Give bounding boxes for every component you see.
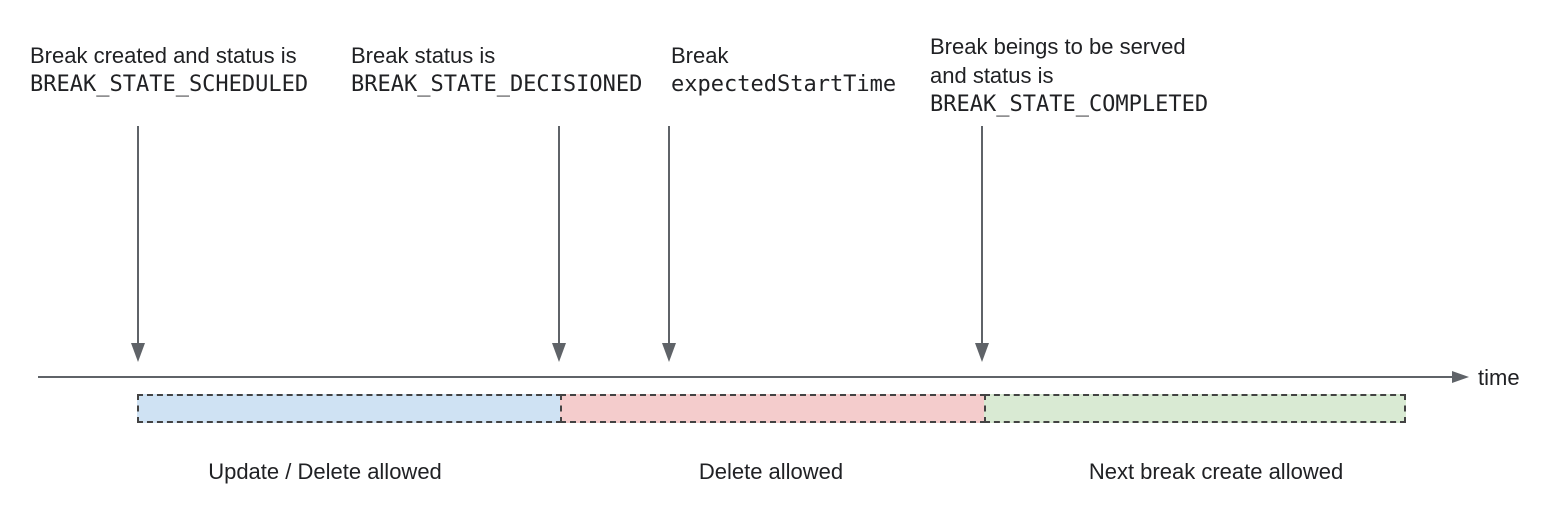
- annotation-text: and status is: [930, 63, 1054, 88]
- arrow-shaft: [137, 126, 139, 343]
- down-arrow-icon: [974, 126, 990, 362]
- arrow-shaft: [558, 126, 560, 343]
- arrowhead-icon: [662, 343, 676, 362]
- down-arrow-icon: [130, 126, 146, 362]
- annotation-text: Break: [671, 43, 729, 68]
- annotation-text: Break beings to be served: [930, 34, 1186, 59]
- arrow-shaft: [668, 126, 670, 343]
- annotation-state-code: BREAK_STATE_SCHEDULED: [30, 72, 309, 97]
- segment-label: Next break create allowed: [1088, 459, 1344, 484]
- annotation-break-completed: Break beings to be served and status is …: [930, 32, 1208, 119]
- down-arrow-icon: [551, 126, 567, 362]
- segment-delete-allowed: [560, 394, 986, 423]
- arrowhead-icon: [975, 343, 989, 362]
- annotation-expected-start-time: Break expectedStartTime: [671, 41, 896, 99]
- annotation-break-decisioned: Break status is BREAK_STATE_DECISIONED: [351, 41, 642, 99]
- annotation-state-code: BREAK_STATE_DECISIONED: [351, 72, 643, 97]
- segment-update-delete-allowed: [137, 394, 562, 423]
- timeline-axis-label: time: [1478, 365, 1520, 390]
- timeline-arrowhead-icon: [1452, 371, 1469, 383]
- segment-label: Update / Delete allowed: [208, 459, 442, 484]
- timeline-axis: [38, 376, 1454, 378]
- annotation-text: Break status is: [351, 43, 496, 68]
- arrowhead-icon: [131, 343, 145, 362]
- segment-label: Delete allowed: [698, 459, 844, 484]
- annotation-text: Break created and status is: [30, 43, 297, 68]
- annotation-field-code: expectedStartTime: [671, 72, 897, 97]
- annotation-state-code: BREAK_STATE_COMPLETED: [930, 92, 1209, 117]
- arrow-shaft: [981, 126, 983, 343]
- arrowhead-icon: [552, 343, 566, 362]
- down-arrow-icon: [661, 126, 677, 362]
- annotation-break-created: Break created and status is BREAK_STATE_…: [30, 41, 308, 99]
- segment-next-break-create-allowed: [984, 394, 1406, 423]
